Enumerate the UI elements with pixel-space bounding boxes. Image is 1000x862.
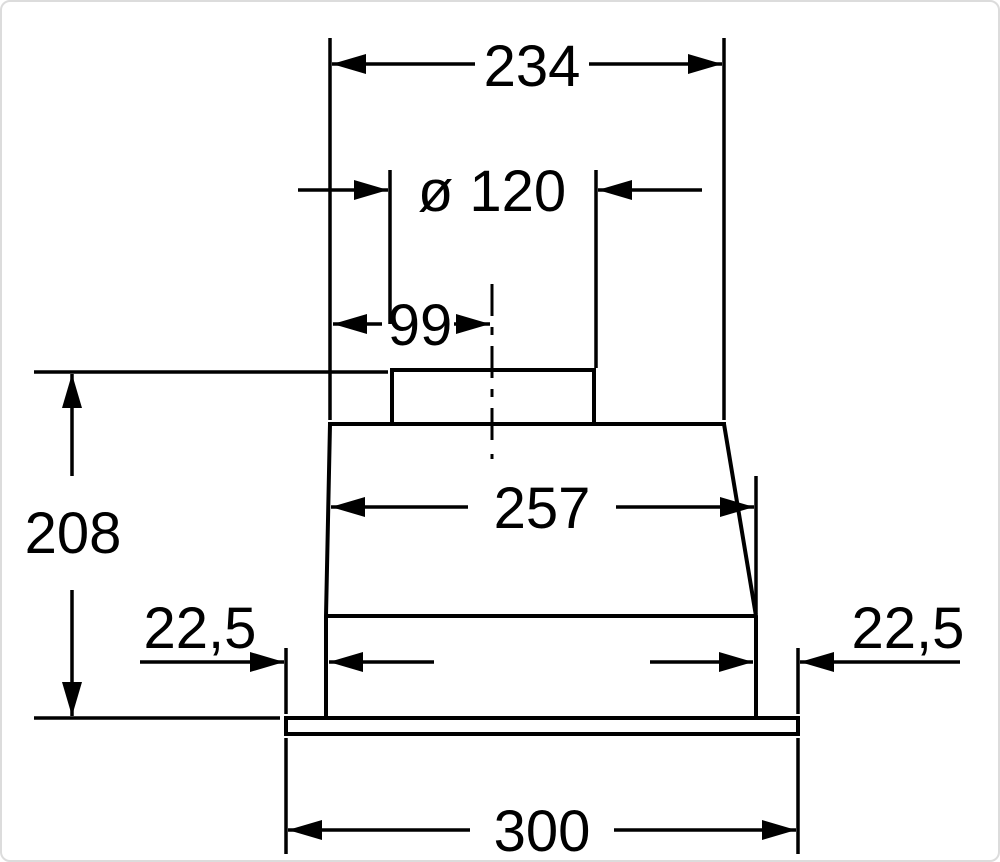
hood-left-side [324,423,332,718]
dim-top-width-label: 234 [484,34,581,99]
dim-duct-diameter: ø 120 [298,159,702,368]
dim-overall-height-label: 208 [25,501,122,566]
dim-overall-height: 208 [25,370,388,720]
dim-duct-diameter-label: ø 120 [418,159,566,224]
hood-right-side [722,423,758,718]
dim-top-width: 234 [328,34,726,420]
dim-flange-overhang-left: 22,5 [140,596,434,714]
dim-body-width: 257 [331,476,758,614]
hood-outline [284,368,800,736]
dim-duct-offset-label: 99 [388,293,453,358]
dim-overall-width-label: 300 [494,799,591,862]
dim-flange-overhang-right-label: 22,5 [852,596,965,661]
dim-overall-width: 300 [284,738,800,862]
mounting-flange [284,716,800,736]
dim-flange-overhang-right: 22,5 [650,596,964,714]
dim-duct-offset: 99 [333,293,490,358]
dim-body-width-label: 257 [494,476,591,541]
dim-flange-overhang-left-label: 22,5 [144,596,257,661]
